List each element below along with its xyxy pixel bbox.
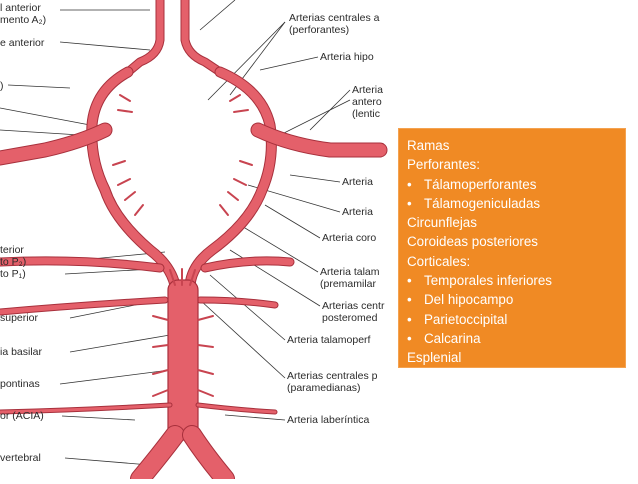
list-item: • Tálamogeniculadas xyxy=(407,194,619,213)
label-left-3: e anterior xyxy=(0,37,45,49)
bullet-icon: • xyxy=(407,292,412,308)
label-left-9: ia basilar xyxy=(0,346,43,358)
label-left-7: to P₁) xyxy=(0,268,26,280)
label-right-14: Arteria talamoperf xyxy=(287,334,371,346)
list-item-label: Del hipocampo xyxy=(424,292,514,308)
label-right-4: Arteria xyxy=(352,84,383,96)
list-item-label: Tálamoperforantes xyxy=(424,176,537,192)
circle-of-willis-illustration: l anterior mento A₂) e anterior ) terior… xyxy=(0,0,388,484)
coroideas-label: Coroideas posteriores xyxy=(407,234,538,250)
label-right-15: Arterias centrales p xyxy=(287,370,378,382)
list-item: • Tálamoperforantes xyxy=(407,175,619,194)
label-right-16: (paramedianas) xyxy=(287,382,361,394)
label-right-2: (perforantes) xyxy=(289,24,350,36)
label-right-8: Arteria xyxy=(342,206,373,218)
label-left-6: to P₂) xyxy=(0,256,27,268)
label-right-5: antero xyxy=(352,96,382,108)
label-right-3: Arteria hipo xyxy=(320,51,374,63)
label-right-7: Arteria xyxy=(342,176,373,188)
label-left-8: superior xyxy=(0,312,38,324)
label-right-17: Arteria laberíntica xyxy=(287,414,370,426)
bullet-icon: • xyxy=(407,330,412,346)
label-left-11: or (ACIA) xyxy=(0,410,44,422)
circunflejas-label: Circunflejas xyxy=(407,215,477,231)
perforating-branches xyxy=(112,94,253,397)
label-right-11: (premamilar xyxy=(320,278,377,290)
list-item: • Parietoccipital xyxy=(407,310,619,329)
list-item: • Calcarina xyxy=(407,329,619,348)
label-left-4: ) xyxy=(0,80,4,92)
list-item-label: Tálamogeniculadas xyxy=(424,195,541,211)
label-left-2: mento A₂) xyxy=(0,14,47,26)
panel-title: Ramas xyxy=(407,138,450,153)
arteries xyxy=(0,0,388,484)
esplenial-label: Esplenial xyxy=(407,350,462,366)
label-right-1: Arterias centrales a xyxy=(289,12,380,24)
label-right-9: Arteria coro xyxy=(322,232,377,244)
label-right-10: Arteria talam xyxy=(320,266,380,278)
branches-info-panel: Ramas Perforantes: • Tálamoperforantes • T… xyxy=(398,128,626,368)
label-left-10: pontinas xyxy=(0,378,40,390)
list-item-label: Calcarina xyxy=(424,330,481,346)
list-item: • Del hipocampo xyxy=(407,290,619,309)
label-left-12: vertebral xyxy=(0,452,41,464)
bullet-icon: • xyxy=(407,195,412,211)
perforantes-heading: Perforantes: xyxy=(407,157,480,173)
label-right-6: (lentic xyxy=(352,108,381,120)
bullet-icon: • xyxy=(407,273,412,289)
corticales-heading: Corticales: xyxy=(407,253,471,269)
bullet-icon: • xyxy=(407,176,412,192)
label-right-13: posteromed xyxy=(322,312,378,324)
label-right-12: Arterias centr xyxy=(322,300,385,312)
label-left-1: l anterior xyxy=(0,2,41,14)
artery-drawing xyxy=(0,0,388,484)
label-left-5: terior xyxy=(0,244,24,256)
list-item-label: Temporales inferiores xyxy=(424,273,553,289)
bullet-icon: • xyxy=(407,311,412,327)
list-item: • Temporales inferiores xyxy=(407,271,619,290)
list-item-label: Parietoccipital xyxy=(424,311,508,327)
